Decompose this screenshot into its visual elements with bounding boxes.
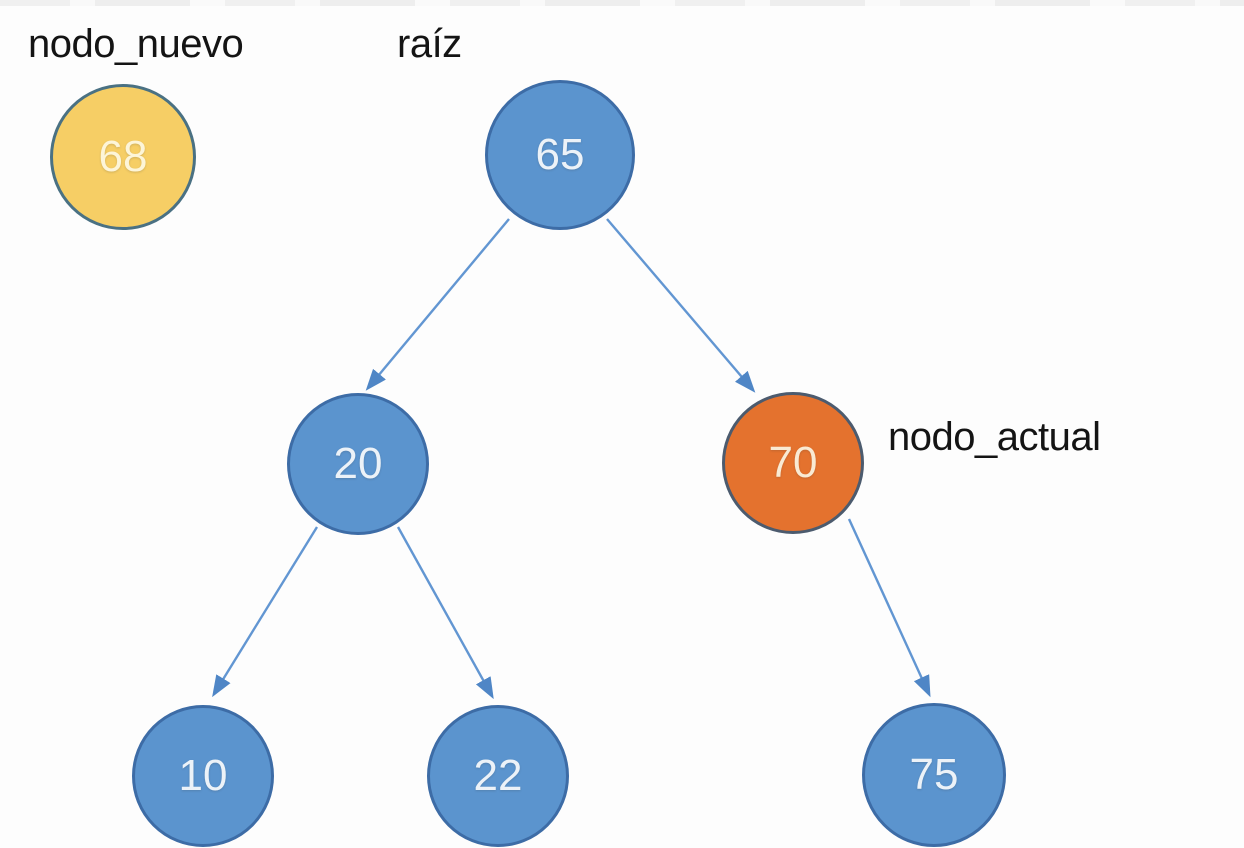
label-raiz: raíz: [397, 22, 462, 66]
node-value: 75: [909, 750, 959, 799]
edge-65-20: [365, 218, 510, 391]
node-value: 68: [98, 132, 148, 181]
label-nodo-nuevo: nodo_nuevo: [28, 22, 244, 66]
node-value: 65: [535, 130, 585, 179]
top-edge-artifact: [0, 0, 1244, 6]
node-value: 22: [473, 751, 523, 800]
tree-node-20: 20: [287, 393, 429, 535]
edge-20-10: [212, 526, 319, 698]
tree-node-75: 75: [862, 703, 1006, 847]
edge-20-22: [396, 526, 494, 700]
edge-65-70: [606, 218, 756, 393]
label-nodo-actual: nodo_actual: [888, 415, 1101, 459]
node-value: 20: [333, 439, 383, 488]
tree-node-68: 68: [50, 84, 196, 230]
tree-node-10: 10: [132, 705, 274, 847]
node-value: 10: [178, 751, 228, 800]
edge-70-75: [847, 518, 931, 698]
tree-node-22: 22: [427, 705, 569, 847]
node-value: 70: [768, 438, 818, 487]
tree-node-70: 70: [722, 392, 864, 534]
tree-node-65: 65: [485, 80, 635, 230]
